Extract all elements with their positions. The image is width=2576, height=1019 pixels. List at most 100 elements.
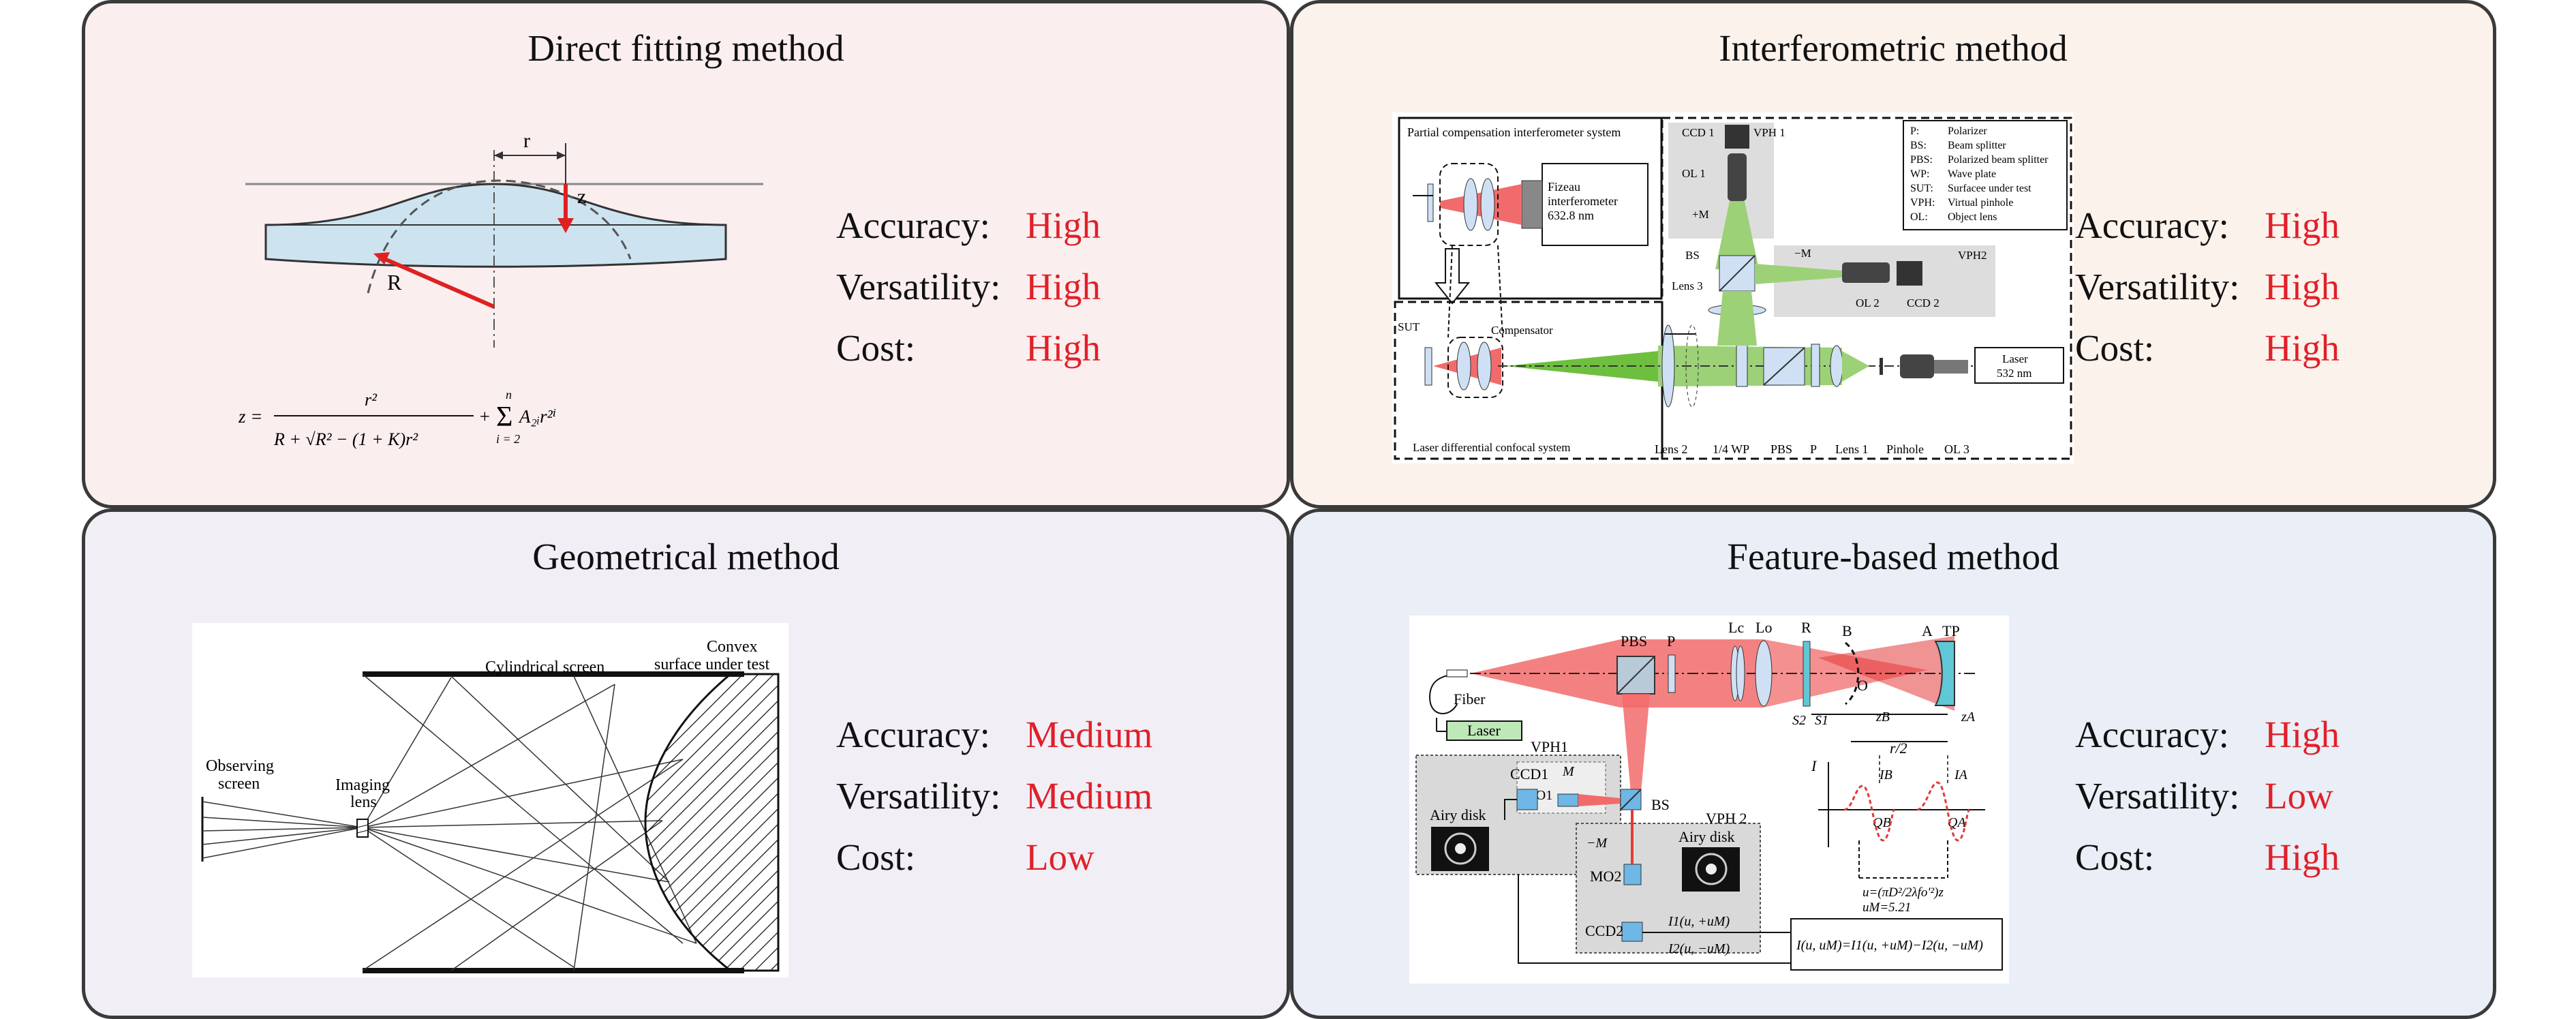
legend-value: Virtual pinhole bbox=[1948, 197, 2013, 209]
m-minus-label: −M bbox=[1586, 836, 1608, 851]
vph1-label: VPH 1 bbox=[1753, 126, 1785, 139]
pbs-label: PBS bbox=[1621, 633, 1647, 650]
metric-value: Low bbox=[1026, 836, 1094, 878]
svg-text:r²: r² bbox=[365, 390, 378, 410]
interferometric-figure: Partial compensation interferometer syst… bbox=[1392, 112, 2074, 463]
bottom-label: Pinhole bbox=[1886, 442, 1924, 456]
laser-system-label: Laser differential confocal system bbox=[1413, 441, 1570, 454]
airy-label-2: Airy disk bbox=[1678, 828, 1735, 845]
metric-label: Versatility: bbox=[836, 266, 1001, 307]
r-label: R bbox=[1801, 619, 1811, 636]
observing-label-1: Observing bbox=[206, 757, 274, 775]
legend-key: VPH: bbox=[1910, 197, 1935, 209]
ia-label: IA bbox=[1954, 767, 1968, 782]
legend-value: Beam splitter bbox=[1948, 140, 2006, 151]
bs-label: BS bbox=[1685, 249, 1700, 262]
s1-label: S1 bbox=[1815, 713, 1828, 728]
metric-label: Cost: bbox=[2075, 327, 2155, 369]
panel-title: Direct fitting method bbox=[527, 27, 844, 69]
metrics-direct: Accuracy:High Versatility: High Cost:High bbox=[836, 195, 1101, 379]
svg-text:i = 2: i = 2 bbox=[496, 432, 520, 446]
vph2-label: VPH2 bbox=[1958, 249, 1987, 262]
zb-label: zB bbox=[1875, 710, 1890, 725]
lens3-label: Lens 3 bbox=[1672, 279, 1703, 292]
metric-row: Cost: Low bbox=[836, 827, 1152, 888]
tp-label: TP bbox=[1942, 622, 1960, 639]
ccd2-label: CCD2 bbox=[1585, 922, 1623, 939]
legend-key: BS: bbox=[1910, 140, 1927, 151]
bottom-label: Lens 1 bbox=[1835, 442, 1869, 456]
u-formula: u=(πD²/2λfo'²)z bbox=[1862, 885, 1944, 900]
p-label: P bbox=[1667, 633, 1675, 650]
fiber-label: Fiber bbox=[1454, 690, 1486, 708]
interferometric-panel: Interferometric method Partial compensat… bbox=[1290, 0, 2496, 508]
observing-label-2: screen bbox=[218, 775, 260, 793]
legend-key: P: bbox=[1910, 125, 1919, 137]
legend-key: PBS: bbox=[1910, 154, 1933, 166]
bottom-label: PBS bbox=[1770, 442, 1792, 456]
plus-m-label: +M bbox=[1692, 208, 1709, 221]
vph1-label: VPH1 bbox=[1531, 738, 1568, 755]
fizeau-line-2: interferometer bbox=[1548, 194, 1618, 208]
i1-label: I1(u, +uM) bbox=[1668, 914, 1730, 929]
a-label: A bbox=[1922, 622, 1933, 639]
minus-m-label: −M bbox=[1794, 247, 1811, 260]
direct-fitting-figure: r z R z = r² R + √R² − (1 + K)r² + Σ n i… bbox=[239, 130, 763, 449]
legend-value: Polarizer bbox=[1948, 125, 1987, 137]
vph2-label: VPH 2 bbox=[1706, 810, 1747, 827]
metric-value: High bbox=[2265, 714, 2340, 755]
metrics-geometrical: Accuracy:Medium Versatility:Medium Cost:… bbox=[836, 704, 1152, 888]
metric-label: Versatility: bbox=[2075, 266, 2240, 307]
metric-value: High bbox=[1026, 327, 1101, 369]
svg-text:n: n bbox=[506, 388, 512, 401]
r2-label: r/2 bbox=[1890, 740, 1907, 757]
metric-row: Cost: High bbox=[2075, 318, 2340, 379]
metric-row: Cost:High bbox=[2075, 827, 2340, 888]
airy-label-1: Airy disk bbox=[1430, 806, 1486, 823]
legend-key: SUT: bbox=[1910, 183, 1933, 194]
legend-value: Object lens bbox=[1948, 211, 1997, 223]
metric-value: Medium bbox=[1026, 714, 1153, 755]
iu-label: I(u, uM)=I1(u, +uM)−I2(u, −uM) bbox=[1796, 938, 1983, 953]
svg-text:Σ: Σ bbox=[496, 401, 512, 433]
ib-label: IB bbox=[1879, 767, 1892, 782]
convex-label-1: Convex bbox=[707, 638, 758, 656]
ccd1-label: CCD 1 bbox=[1682, 126, 1715, 139]
metric-label: Versatility: bbox=[2075, 775, 2240, 817]
mo2-label: MO2 bbox=[1590, 868, 1621, 885]
legend-value: Surfacee under test bbox=[1948, 183, 2031, 194]
metric-value: High bbox=[2265, 327, 2340, 369]
feature-based-figure: Fiber Laser PBS P Lc Lo R B A TP O S2 S1… bbox=[1409, 615, 2009, 984]
panel-title: Geometrical method bbox=[532, 536, 840, 577]
ccd1-label: CCD1 bbox=[1510, 765, 1548, 782]
um-value: uM=5.21 bbox=[1862, 900, 1911, 915]
partial-label: Partial compensation interferometer syst… bbox=[1407, 125, 1621, 139]
metric-row: Accuracy:Medium bbox=[836, 704, 1152, 765]
direct-fitting-panel: Direct fitting method r z R z = r² R + √… bbox=[82, 0, 1290, 508]
metric-row: Versatility:Medium bbox=[836, 765, 1152, 827]
laser-label-1: Laser bbox=[2002, 352, 2028, 365]
convex-label-2: surface under test bbox=[654, 656, 770, 673]
sut-label: SUT bbox=[1398, 320, 1420, 333]
svg-text:A₂ᵢr²ⁱ: A₂ᵢr²ⁱ bbox=[518, 406, 556, 427]
metric-value: Medium bbox=[1026, 775, 1153, 817]
imaging-label-2: lens bbox=[350, 793, 377, 811]
metric-label: Cost: bbox=[836, 836, 916, 878]
aspheric-formula: z = r² R + √R² − (1 + K)r² + Σ n i = 2 A… bbox=[239, 388, 556, 449]
panel-title: Interferometric method bbox=[1719, 27, 2068, 69]
lc-label: Lc bbox=[1728, 619, 1744, 636]
metrics-interferometric: Accuracy:High Versatility:High Cost:High bbox=[2075, 195, 2340, 379]
metric-row: Accuracy:High bbox=[836, 195, 1101, 256]
bs-label: BS bbox=[1651, 796, 1670, 813]
geometrical-panel: Geometrical method bbox=[82, 508, 1290, 1019]
ol1-label: OL 1 bbox=[1682, 167, 1706, 180]
fizeau-line-3: 632.8 nm bbox=[1548, 209, 1594, 222]
feature-based-panel: Feature-based method Fiber Laser PBS P L… bbox=[1290, 508, 2496, 1019]
bottom-label: OL 3 bbox=[1944, 442, 1969, 456]
legend-value: Polarized beam splitter bbox=[1948, 154, 2049, 166]
legend: P: Polarizer BS: Beam splitter PBS: Polariz… bbox=[1910, 125, 2049, 223]
metric-row: Cost:High bbox=[836, 318, 1101, 379]
legend-value: Wave plate bbox=[1948, 168, 1996, 180]
i2-label: I2(u, −uM) bbox=[1668, 941, 1730, 956]
laser-label-2: 532 nm bbox=[1997, 367, 2031, 380]
